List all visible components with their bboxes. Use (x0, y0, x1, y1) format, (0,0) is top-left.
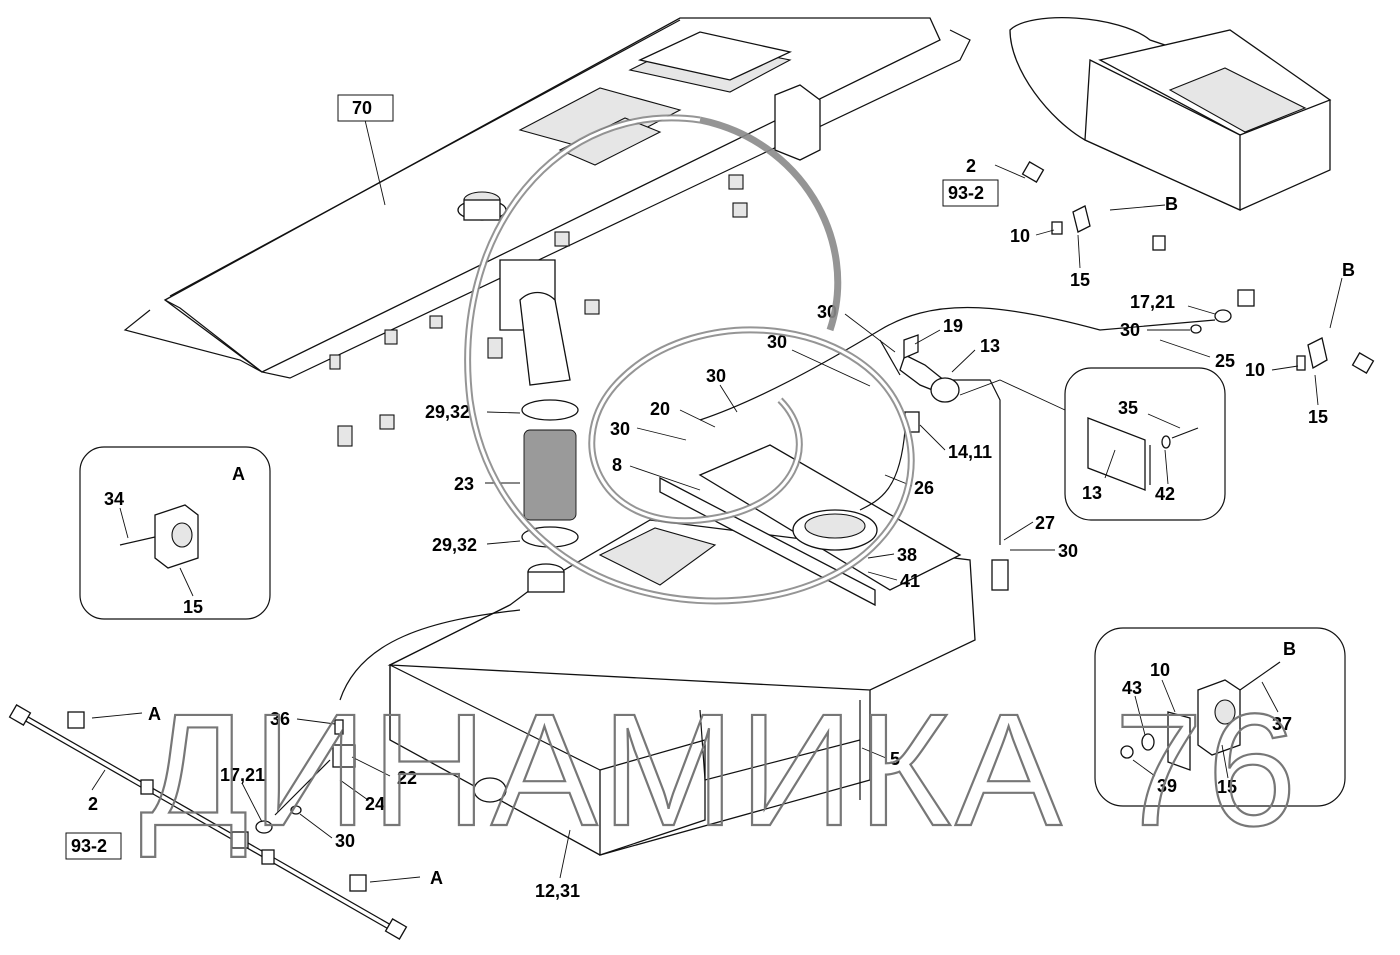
label-36: 36 (270, 709, 290, 729)
label-17-21-bot: 17,21 (220, 765, 265, 785)
chassis-frame (123, 17, 971, 447)
label-a-2: A (430, 868, 443, 888)
label-29-32-a: 29,32 (425, 402, 470, 422)
label-10-right: 10 (1245, 360, 1265, 380)
label-b-1: B (1165, 194, 1178, 214)
part-labels: 70 2 93-2 B B 10 15 17,21 30 25 10 15 30… (71, 98, 1355, 901)
detail-13-35: 35 (1118, 398, 1138, 418)
label-13: 13 (980, 336, 1000, 356)
label-26: 26 (914, 478, 934, 498)
fuel-tank (387, 444, 976, 856)
label-93-2-top: 93-2 (948, 183, 984, 203)
label-25: 25 (1215, 351, 1235, 371)
leader-lines (91, 119, 1343, 883)
detail-a-letter: A (232, 464, 245, 484)
watermark-text: ДИНАМИКА 76 (140, 680, 1300, 859)
label-15-top: 15 (1070, 270, 1090, 290)
cab-box (1009, 17, 1332, 212)
label-38: 38 (897, 545, 917, 565)
label-30-e: 30 (1058, 541, 1078, 561)
label-a-1: A (148, 704, 161, 724)
detail-a-15: 15 (183, 597, 203, 617)
detail-b-43: 43 (1122, 678, 1142, 698)
detail-13-42: 42 (1155, 484, 1175, 504)
label-30-bot: 30 (335, 831, 355, 851)
pipe-b-assembly (1021, 161, 1375, 374)
label-29-32-b: 29,32 (432, 535, 477, 555)
label-30-top: 30 (1120, 320, 1140, 340)
detail-a-34: 34 (104, 489, 124, 509)
label-22: 22 (397, 768, 417, 788)
detail-13-13: 13 (1082, 483, 1102, 503)
ref-box-93-2-top (942, 179, 999, 207)
detail-b-10: 10 (1150, 660, 1170, 680)
detail-b-callout (1094, 627, 1346, 807)
label-19: 19 (943, 316, 963, 336)
label-30-c: 30 (706, 366, 726, 386)
detail-13-callout (959, 367, 1226, 521)
label-15-right: 15 (1308, 407, 1328, 427)
ref-box-70 (337, 94, 394, 122)
label-41: 41 (900, 571, 920, 591)
detail-b-letter: B (1283, 639, 1296, 659)
label-93-2-bot: 93-2 (71, 836, 107, 856)
label-10-top: 10 (1010, 226, 1030, 246)
label-27: 27 (1035, 513, 1055, 533)
detail-b-37: 37 (1272, 714, 1292, 734)
label-12-31: 12,31 (535, 881, 580, 901)
label-5: 5 (890, 749, 900, 769)
detail-b-39: 39 (1157, 776, 1177, 796)
label-2-top: 2 (966, 156, 976, 176)
ref-box-93-2-bottom (65, 832, 122, 860)
label-8: 8 (612, 455, 622, 475)
label-23: 23 (454, 474, 474, 494)
label-30-b: 30 (767, 332, 787, 352)
detail-b-15: 15 (1217, 777, 1237, 797)
detail-a-callout (79, 446, 271, 620)
label-14-11: 14,11 (948, 442, 992, 462)
label-30-d: 30 (610, 419, 630, 439)
pipe-a-assembly (8, 704, 408, 940)
label-b-2: B (1342, 260, 1355, 280)
label-17-21-top: 17,21 (1130, 292, 1175, 312)
label-2-bot: 2 (88, 794, 98, 814)
label-70: 70 (352, 98, 372, 118)
label-20: 20 (650, 399, 670, 419)
label-24: 24 (365, 794, 385, 814)
watermark: ДИНАМИКА 76 (139, 114, 1300, 860)
